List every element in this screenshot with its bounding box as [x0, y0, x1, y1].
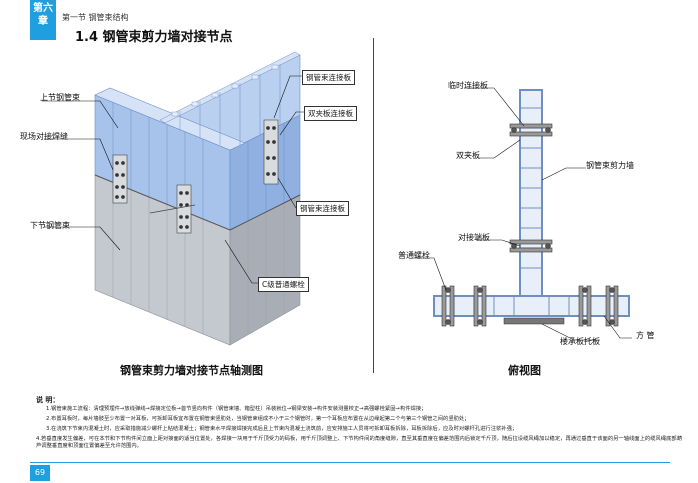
support-plate-shape	[503, 317, 565, 325]
section-label: 第一节 钢管束结构	[62, 13, 129, 22]
page-title: 1.4 钢管束剪力墙对接节点	[75, 30, 233, 45]
notes-heading: 说 明：	[36, 396, 60, 404]
callout-support-plate: 楼承板托板	[560, 337, 600, 346]
callout-double-clamp: 双夹板	[456, 151, 480, 160]
callout-butt-plate: 对接端板	[458, 233, 490, 242]
note-item: 1.钢管束施工流程：清理预埋件→放线弹线→焊接定位板→首节竖向构件（钢管束墙、箱…	[46, 406, 427, 412]
right-connection-plate	[263, 119, 279, 185]
figure-divider	[373, 38, 374, 373]
chapter-tab: 第六 章	[30, 0, 56, 40]
left-connection-plate	[112, 154, 128, 204]
callout-upper-bundle: 上节钢管束	[40, 93, 80, 102]
chapter-tab-line1: 第六	[33, 3, 53, 14]
right-figure-caption: 俯视图	[508, 364, 541, 377]
chapter-tab-line2: 章	[38, 16, 48, 27]
callout-double-clamp-plate: 双夹板连接板	[304, 106, 357, 121]
callout-lower-bundle: 下节钢管束	[30, 221, 70, 230]
note-item: 2.布置耳板时，每片墙肢至少布置一对耳板，可拆卸耳板宜布置在钢管束竖肋处，当钢管…	[46, 416, 470, 422]
callout-tube: 方 管	[636, 331, 655, 340]
note-item: 4.若垂直度发生偏差，可在本节和下节构件间立面上距对接面的适当位置处，各焊接一块…	[36, 436, 682, 449]
left-figure-caption: 钢管束剪力墙对接节点轴测图	[120, 364, 263, 377]
axonometric-drawing	[42, 51, 305, 346]
callout-field-weld: 现场对接焊缝	[20, 132, 68, 141]
horizontal-wall-shape	[433, 295, 630, 317]
callout-temp-plate: 临时连接板	[448, 81, 488, 90]
side-clamps-left	[441, 285, 487, 327]
plan-view-drawing	[414, 87, 632, 341]
page-number: 69	[30, 465, 50, 481]
callout-bundle-connector-bottom: 钢管束连接板	[296, 201, 349, 216]
bolt-row-line	[149, 204, 196, 214]
middle-connection-plate	[176, 184, 192, 234]
temp-plate-top	[509, 123, 553, 137]
callout-shear-wall: 钢管束剪力墙	[586, 161, 634, 170]
callout-common-bolt: 普通螺栓	[398, 251, 430, 260]
field-weld-line	[94, 174, 301, 231]
butt-plate-middle	[509, 239, 553, 253]
footer-rule	[30, 462, 670, 463]
side-clamps-right	[578, 285, 619, 327]
callout-bolt: C级普通螺栓	[258, 277, 309, 292]
lower-bundle-shape	[94, 174, 301, 346]
note-item: 3.在浇筑下节束内混凝土时，应采取措施减少螺杆上粘结混凝土；钢管束水平焊接焊接完…	[46, 426, 518, 432]
callout-bundle-connector-top: 钢管束连接板	[302, 70, 355, 85]
